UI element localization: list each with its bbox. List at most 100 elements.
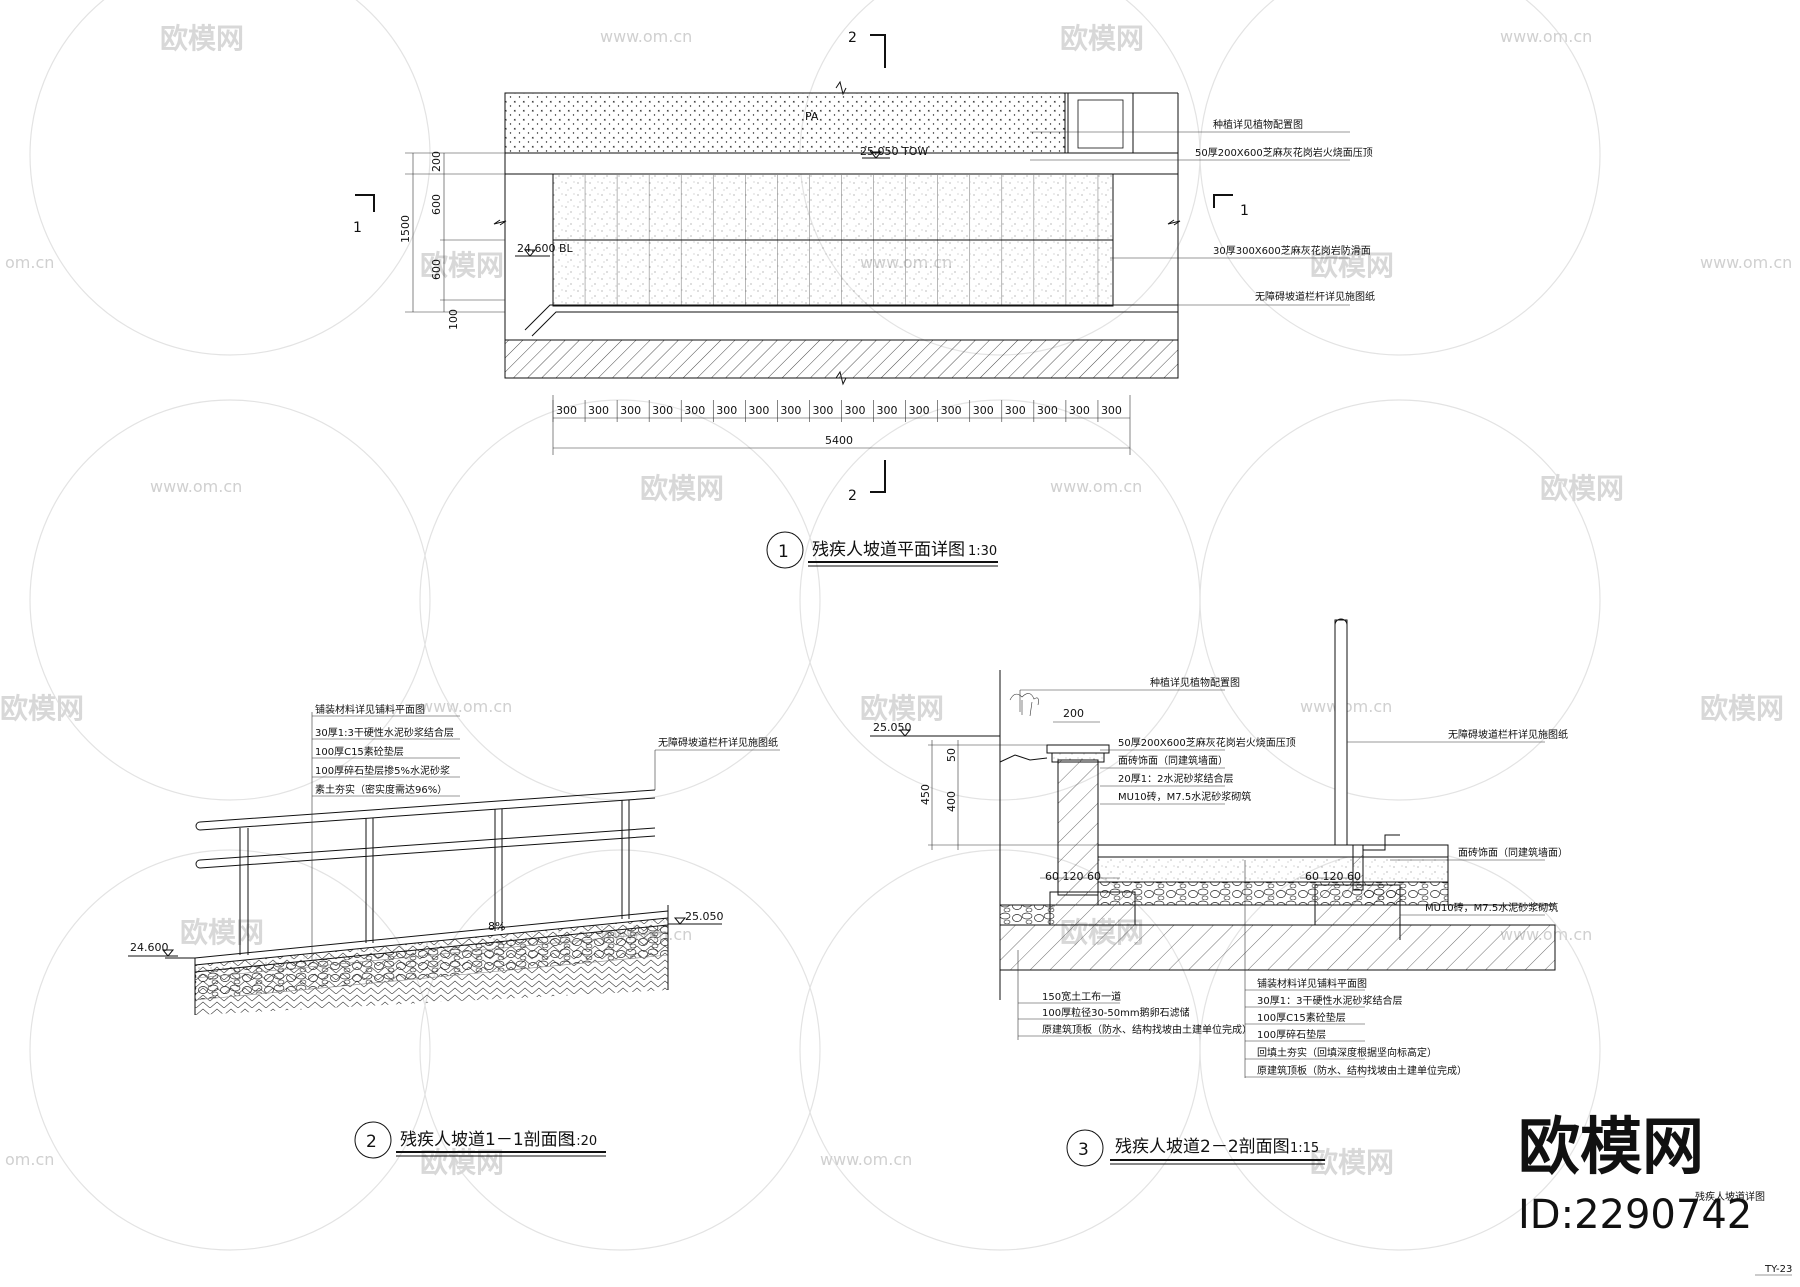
sec2-top-note: 面砖饰面（同建筑墙面）: [1118, 754, 1228, 767]
dim-footing-left: 60 120 60: [1045, 870, 1101, 883]
sec2-top-note: MU10砖，M7.5水泥砂浆砌筑: [1118, 790, 1251, 803]
dimension-label-300: 300: [845, 404, 866, 417]
dim-50-sec2: 50: [945, 748, 958, 762]
watermark-url: www.om.cn: [150, 477, 242, 496]
sec2-title: 残疾人坡道2－2剖面图: [1115, 1137, 1290, 1157]
watermark-brand: 欧模网: [640, 472, 724, 505]
watermark-url: www.om.cn: [600, 27, 692, 46]
watermark-url: www.om.cn: [820, 1150, 912, 1169]
dim-footing-right: 60 120 60: [1305, 870, 1361, 883]
ramp-plan-view: 2 2 1 1 PA 25.050 TOW 24.600 BL: [353, 30, 1375, 569]
watermark-brand: 欧模网: [0, 692, 84, 725]
dimension-label-300: 300: [620, 404, 641, 417]
sec2-top-note: 20厚1：2水泥砂浆结合层: [1118, 772, 1233, 785]
watermark-id: ID:2290742: [1518, 1192, 1752, 1238]
watermark-brand: 欧模网: [1540, 472, 1624, 505]
sheet-number: TY-23: [1764, 1264, 1792, 1275]
sec2-title-number: 3: [1078, 1140, 1089, 1160]
coping-strip: [504, 152, 1179, 175]
section-mark-1-left: 1: [353, 220, 362, 236]
watermark-big-brand: 欧模网: [1518, 1110, 1704, 1183]
dimension-label-300: 300: [780, 404, 801, 417]
sec2-bottom-left-note: 150宽土工布一道: [1042, 990, 1121, 1003]
sec1-note: 铺装材料详见铺料平面图: [315, 703, 425, 716]
dim-400-sec2: 400: [945, 791, 958, 812]
bl-elevation: 24.600 BL: [517, 242, 574, 255]
dimension-label-300: 300: [812, 404, 833, 417]
dimension-label-300: 300: [652, 404, 673, 417]
plan-bottom-dimension-labels: 300 300 300 300 300 300 300 300 300 300 300 300 300 3…: [552, 400, 1122, 422]
sec2-bottom-right-note: 30厚1：3干硬性水泥砂浆结合层: [1257, 994, 1402, 1007]
watermark-brand: 欧模网: [420, 1146, 504, 1179]
watermark-url: www.om.cn: [1500, 27, 1592, 46]
watermark-url: om.cn: [5, 1150, 54, 1169]
plan-note: 无障碍坡道栏杆详见施图纸: [1255, 290, 1375, 303]
dimension-label-300: 300: [588, 404, 609, 417]
sec2-elevation: 25.050: [873, 721, 912, 734]
sec1-title-number: 2: [366, 1132, 377, 1152]
dim-1500: 1500: [399, 215, 412, 243]
watermark-url: www.om.cn: [420, 697, 512, 716]
dimension-label-300: 300: [684, 404, 705, 417]
watermark-brand: 欧模网: [1060, 22, 1144, 55]
watermark-brand: 欧模网: [420, 249, 504, 282]
hatched-edge-strip: [504, 339, 1179, 379]
plan-notes: 种植详见植物配置图 50厚200X600芝麻灰花岗岩火烧面压顶 30厚300X6…: [1030, 118, 1375, 306]
dimension-label-300: 300: [716, 404, 737, 417]
plan-title-number: 1: [778, 542, 789, 562]
dimension-label-300: 300: [1069, 404, 1090, 417]
sec1-scale: 1:20: [568, 1134, 597, 1149]
dimension-label-300: 300: [877, 404, 898, 417]
dim-200-sec2: 200: [1063, 707, 1084, 720]
dimension-label-300: 300: [748, 404, 769, 417]
ramp-section-1-1: 8% 25.050 24.600 铺装材料详见铺料平面图 30厚1:3干硬性水泥…: [128, 703, 780, 1159]
elev-high: 25.050: [685, 910, 724, 923]
watermark-brand: 欧模网: [1310, 249, 1394, 282]
sec2-bottom-right-note: 原建筑顶板（防水、结构找坡由土建单位完成）: [1257, 1064, 1467, 1077]
dimension-label-300: 300: [1037, 404, 1058, 417]
sec2-bottom-left-note: 原建筑顶板（防水、结构找坡由土建单位完成）: [1042, 1023, 1252, 1036]
drawing-name: 残疾人坡道详图: [1695, 1190, 1765, 1203]
sec2-right-note: MU10砖，M7.5水泥砂浆砌筑: [1425, 901, 1558, 914]
sec2-bottom-right-note: 100厚碎石垫层: [1257, 1028, 1326, 1041]
section-mark-2-bottom: 2: [848, 488, 857, 504]
sec1-note: 30厚1:3干硬性水泥砂浆结合层: [315, 726, 454, 739]
dimension-label-300: 300: [1101, 404, 1122, 417]
watermark-brand: 欧模网: [860, 692, 944, 725]
sec2-top-note: 50厚200X600芝麻灰花岗岩火烧面压顶: [1118, 736, 1296, 749]
sec2-rail-note: 无障碍坡道栏杆详见施图纸: [1448, 728, 1568, 741]
watermark-brand: 欧模网: [1310, 1146, 1394, 1179]
watermark-url: www.om.cn: [1050, 477, 1142, 496]
plan-scale: 1:30: [968, 544, 997, 559]
sec2-bottom-left-note: 100厚粒径30-50mm鹅卵石滤储: [1042, 1006, 1190, 1019]
dim-5400: 5400: [825, 434, 853, 447]
planter-strip: [504, 92, 1066, 154]
dimension-label-300: 300: [941, 404, 962, 417]
planter-label: PA: [805, 110, 819, 123]
ramp-section-2-2: 200 50 400 450 25.050 60 120 60 60 120 6…: [870, 618, 1568, 1167]
watermark-brand: 欧模网: [160, 22, 244, 55]
sec1-note: 100厚C15素砼垫层: [315, 745, 404, 758]
sec2-right-note: 面砖饰面（同建筑墙面）: [1458, 846, 1568, 859]
dim-100: 100: [447, 309, 460, 330]
sec1-note: 素土夯实（密实度需达96%）: [315, 783, 447, 796]
dim-450-sec2: 450: [919, 784, 932, 805]
sec2-bottom-right-note: 铺装材料详见铺料平面图: [1257, 977, 1367, 990]
watermark-url: www.om.cn: [1700, 253, 1792, 272]
sec1-title: 残疾人坡道1－1剖面图: [400, 1130, 575, 1150]
sec2-top-note: 种植详见植物配置图: [1150, 676, 1240, 689]
sec2-bottom-right-note: 回填土夯实（回填深度根据坚向标高定）: [1257, 1046, 1437, 1059]
plan-note: 种植详见植物配置图: [1213, 118, 1303, 131]
sec2-bottom-right-note: 100厚C15素砼垫层: [1257, 1011, 1346, 1024]
dim-200: 200: [430, 151, 443, 172]
dimension-label-300: 300: [909, 404, 930, 417]
section-mark-2-top: 2: [848, 30, 857, 46]
tow-elevation: 25.050 TOW: [860, 145, 928, 158]
sec1-rail-note: 无障碍坡道栏杆详见施图纸: [658, 736, 778, 749]
sec1-note: 100厚碎石垫层掺5%水泥砂浆: [315, 764, 450, 777]
watermark-brand: 欧模网: [1700, 692, 1784, 725]
section-mark-1-right: 1: [1240, 203, 1249, 219]
slope-label: 8%: [488, 920, 505, 933]
watermark-layer: 欧模网 www.om.cn 欧模网 www.om.cn om.cn 欧模网 ww…: [0, 0, 1792, 1251]
